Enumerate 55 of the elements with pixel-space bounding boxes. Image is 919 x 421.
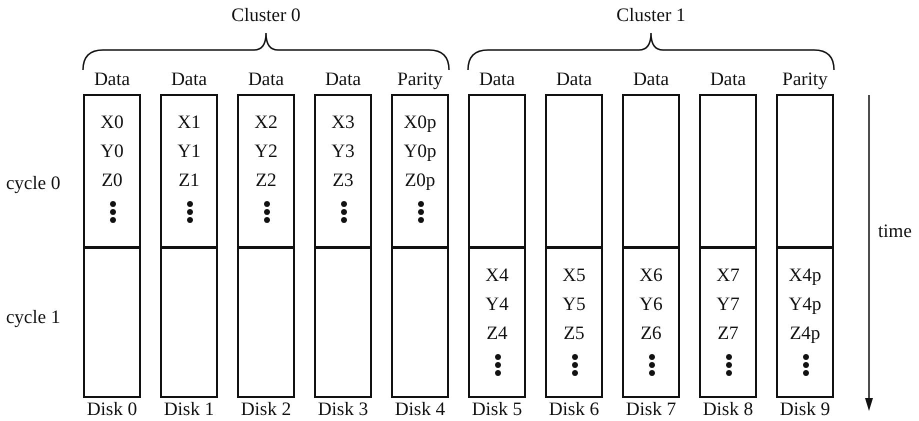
block-list: X1 Y1 Z1 (177, 108, 201, 195)
column-heading: Data (93, 70, 131, 90)
time-slot-cell (160, 94, 218, 248)
time-slot-cell (391, 247, 449, 398)
row-label: cycle 1 (6, 308, 60, 328)
block-list: X7 Y7 Z7 (716, 261, 740, 348)
column-heading: Data (247, 70, 285, 90)
block-list: X0p Y0p Z0p (404, 108, 436, 195)
column-heading: Data (632, 70, 670, 90)
time-slot-cell (622, 94, 680, 248)
disk-label: Disk 7 (624, 400, 678, 420)
disk-label: Disk 1 (162, 400, 216, 420)
column-heading: Parity (781, 70, 829, 90)
group-label: Cluster 1 (615, 6, 687, 26)
time-slot-cell (776, 94, 834, 248)
time-slot-cell (83, 94, 141, 248)
block-list: X6 Y6 Z6 (639, 261, 663, 348)
column-heading: Data (709, 70, 747, 90)
disk-label: Disk 0 (86, 400, 138, 420)
time-slot-cell (699, 94, 757, 248)
disk-label: Disk 2 (240, 400, 292, 420)
block-list: X2 Y2 Z2 (254, 108, 278, 195)
disk-label: Disk 3 (316, 400, 370, 420)
time-slot-cell (237, 94, 295, 248)
block-list: X3 Y3 Z3 (331, 108, 355, 195)
block-list: X0 Y0 Z0 (100, 108, 124, 195)
time-slot-cell (83, 247, 141, 398)
column-heading: Data (555, 70, 593, 90)
time-slot-cell (237, 247, 295, 398)
time-slot-cell (314, 94, 372, 248)
time-slot-cell (699, 247, 757, 398)
block-list: X4 Y4 Z4 (485, 261, 509, 348)
column-heading: Data (324, 70, 362, 90)
group-label: Cluster 0 (230, 6, 302, 26)
time-slot-cell (468, 247, 526, 398)
column-heading: Data (170, 70, 208, 90)
time-slot-cell (776, 247, 834, 398)
column-heading: Parity (396, 70, 444, 90)
disk-label: Disk 5 (470, 400, 524, 420)
disk-label: Disk 4 (394, 400, 446, 420)
block-list: X4p Y4p Z4p (788, 261, 822, 348)
time-slot-cell (391, 94, 449, 248)
disk-label: Disk 6 (548, 400, 600, 420)
disk-label: Disk 9 (778, 400, 832, 420)
disk-label: Disk 8 (702, 400, 754, 420)
time-slot-cell (545, 94, 603, 248)
block-list: X5 Y5 Z5 (562, 261, 586, 348)
axis-label: time (878, 222, 912, 242)
column-heading: Data (478, 70, 516, 90)
time-slot-cell (545, 247, 603, 398)
row-label: cycle 0 (6, 174, 60, 194)
time-slot-cell (160, 247, 218, 398)
time-slot-cell (314, 247, 372, 398)
time-slot-cell (468, 94, 526, 248)
time-slot-cell (622, 247, 680, 398)
